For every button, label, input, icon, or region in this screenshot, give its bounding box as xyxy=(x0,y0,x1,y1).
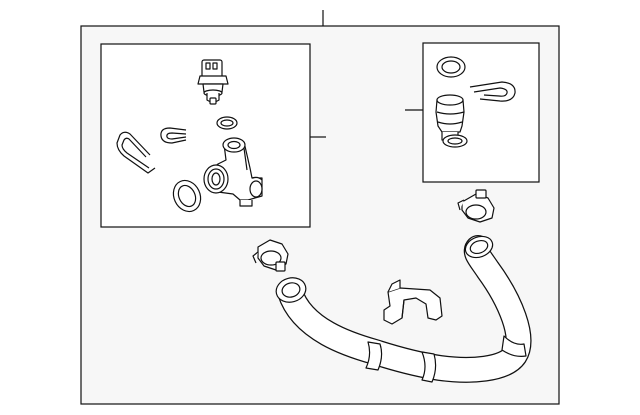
o-ring-icon xyxy=(172,179,202,213)
hose-icon xyxy=(277,235,532,383)
bracket-icon xyxy=(383,279,443,325)
clip-icon xyxy=(469,81,516,102)
clip-icon xyxy=(160,127,187,144)
housing-icon xyxy=(203,137,263,207)
o-ring-icon xyxy=(216,116,238,130)
clamp-icon xyxy=(457,189,495,223)
clip-icon xyxy=(116,131,156,174)
o-ring-icon xyxy=(436,56,466,78)
hose-icon xyxy=(275,235,527,383)
clamp-icon xyxy=(252,239,289,272)
sensor-icon xyxy=(197,59,229,105)
connector-icon xyxy=(435,94,468,148)
